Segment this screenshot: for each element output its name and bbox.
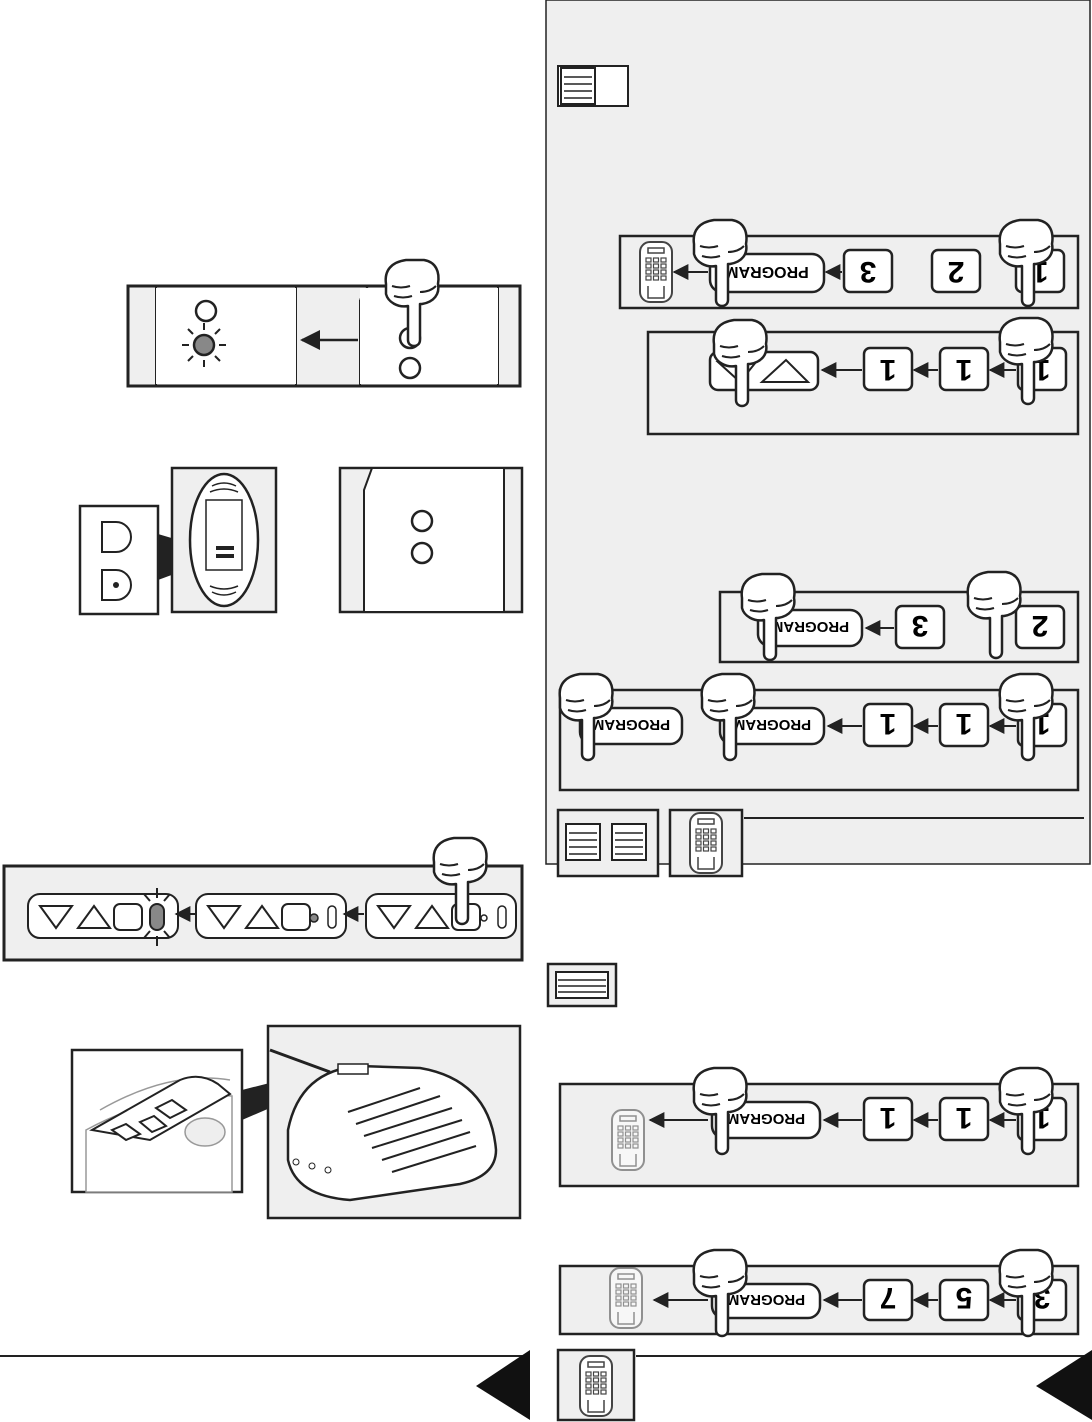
key-1[interactable]: 1 (864, 704, 912, 746)
key-7[interactable]: 7 (864, 1280, 912, 1320)
led-flash-icon (182, 323, 226, 367)
svg-text:3: 3 (912, 609, 929, 642)
wall-control-program-figure (128, 260, 520, 386)
svg-text:1: 1 (880, 353, 897, 386)
key-3[interactable]: 3 (896, 606, 944, 648)
triangle-marker-icon (476, 1350, 530, 1420)
key-2[interactable]: 2 (1016, 606, 1064, 648)
key-1[interactable]: 1 (864, 1098, 912, 1140)
svg-text:PROGRAM: PROGRAM (727, 1291, 805, 1308)
key-sequence-row-2: 1 1 1 (648, 318, 1078, 434)
svg-text:5: 5 (956, 1281, 973, 1314)
svg-text:PROGRAM: PROGRAM (592, 716, 670, 733)
svg-text:1: 1 (880, 707, 897, 740)
key-1[interactable]: 1 (864, 348, 912, 390)
key-1[interactable]: 1 (940, 704, 988, 746)
key-sequence-row-5: PROGRAM 1 1 1 (560, 1068, 1078, 1186)
remote-sequence-figure (4, 838, 522, 960)
key-2[interactable]: 2 (932, 250, 980, 292)
svg-text:2: 2 (948, 255, 965, 288)
keypad-icon (558, 1350, 634, 1420)
svg-text:PROGRAM: PROGRAM (725, 263, 809, 280)
remote-detail-figure (80, 468, 522, 614)
wall-control-button-bottom[interactable] (400, 358, 420, 378)
svg-text:7: 7 (880, 1281, 897, 1314)
svg-text:PROGRAM: PROGRAM (727, 1110, 805, 1127)
key-5[interactable]: 5 (940, 1280, 988, 1320)
three-door-icon (558, 810, 658, 876)
two-door-icon (558, 66, 628, 106)
key-sequence-row-6: PROGRAM 7 5 3 (560, 1250, 1078, 1336)
opener-motor-figure (72, 1026, 520, 1218)
key-1[interactable]: 1 (940, 348, 988, 390)
svg-text:1: 1 (880, 1101, 897, 1134)
single-door-icon (548, 964, 616, 1006)
svg-text:1: 1 (956, 1101, 973, 1134)
svg-text:3: 3 (860, 255, 877, 288)
svg-text:PROGRAM: PROGRAM (733, 716, 811, 733)
remote-control-icon (190, 474, 258, 606)
key-1[interactable]: 1 (940, 1098, 988, 1140)
svg-text:1: 1 (956, 707, 973, 740)
svg-text:2: 2 (1032, 609, 1049, 642)
keypad-icon (670, 810, 742, 876)
triangle-marker-icon (1036, 1350, 1092, 1420)
key-3[interactable]: 3 (844, 250, 892, 292)
svg-text:PROGRAM: PROGRAM (771, 618, 849, 635)
svg-text:1: 1 (956, 353, 973, 386)
key-sequence-row-4: PROGRAM PROGRAM 1 1 1 (560, 674, 1078, 790)
